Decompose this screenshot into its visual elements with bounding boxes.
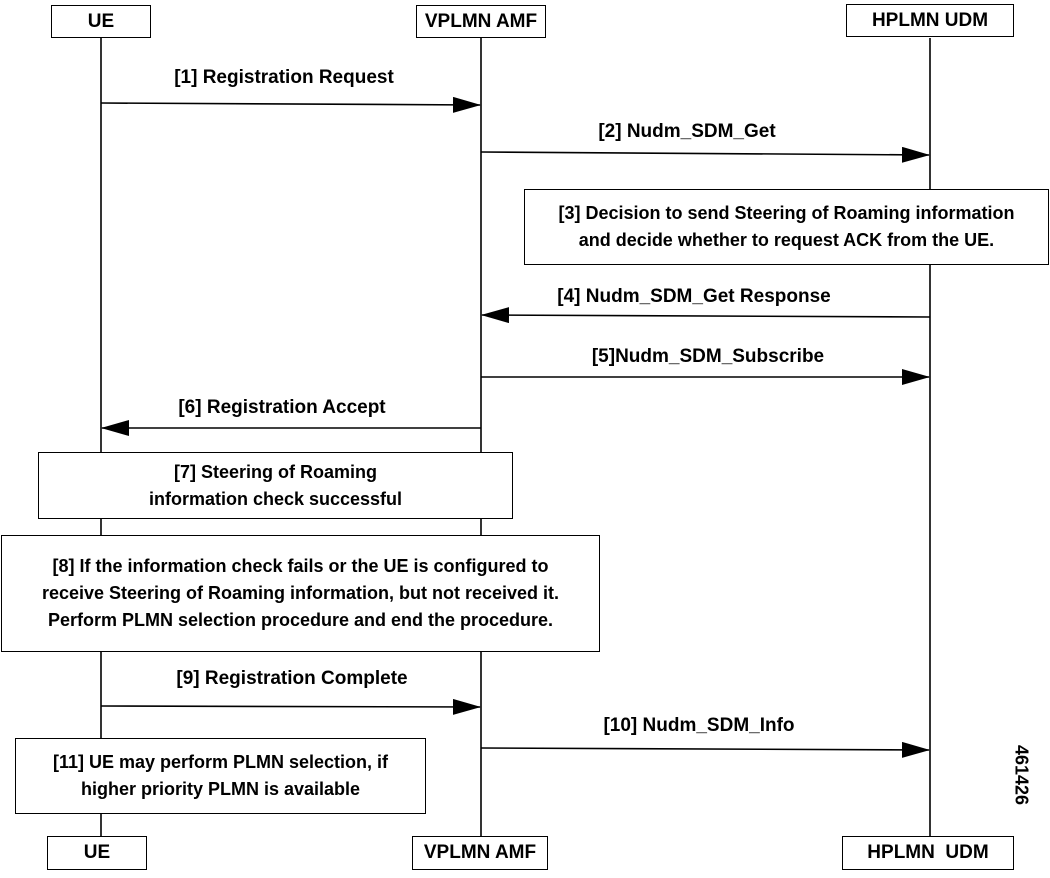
arrow-registration-request <box>100 96 481 113</box>
actor-hplmn-udm-label: HPLMN UDM <box>867 842 989 863</box>
note-step-8: [8] If the information check fails or th… <box>1 535 600 652</box>
actor-hplmn-udm-bottom: HPLMN UDM <box>842 836 1014 870</box>
note-step-7: [7] Steering of Roaming information chec… <box>38 452 513 519</box>
actor-vplmn-amf-label: VPLMN AMF <box>423 842 537 863</box>
message-label-2: [2] Nudm_SDM_Get <box>598 121 776 142</box>
figure-id: 461426 <box>1011 744 1032 806</box>
arrow-nudm-sdm-get-response <box>481 307 931 324</box>
actor-ue-label: UE <box>83 842 111 863</box>
arrow-nudm-sdm-info <box>480 741 930 758</box>
actor-hplmn-udm-top: HPLMN UDM <box>846 4 1014 37</box>
message-label-10: [10] Nudm_SDM_Info <box>603 715 795 736</box>
arrow-registration-complete <box>100 698 481 715</box>
message-label-6: [6] Registration Accept <box>178 397 386 418</box>
message-label-4: [4] Nudm_SDM_Get Response <box>557 286 831 307</box>
actor-ue-label: UE <box>87 10 115 32</box>
message-label-5: [5]Nudm_SDM_Subscribe <box>591 346 825 367</box>
note-step-11: [11] UE may perform PLMN selection, if h… <box>15 738 426 814</box>
actor-vplmn-amf-top: VPLMN AMF <box>416 5 546 38</box>
note-step-3: [3] Decision to send Steering of Roaming… <box>524 189 1049 265</box>
actor-ue-top: UE <box>51 5 151 38</box>
actor-vplmn-amf-bottom: VPLMN AMF <box>412 836 548 870</box>
actor-hplmn-udm-label: HPLMN UDM <box>871 9 989 31</box>
message-label-9: [9] Registration Complete <box>176 668 408 689</box>
actor-vplmn-amf-label: VPLMN AMF <box>424 10 538 32</box>
message-label-1: [1] Registration Request <box>174 67 394 88</box>
actor-ue-bottom: UE <box>47 836 147 870</box>
arrow-nudm-sdm-get <box>480 146 930 163</box>
